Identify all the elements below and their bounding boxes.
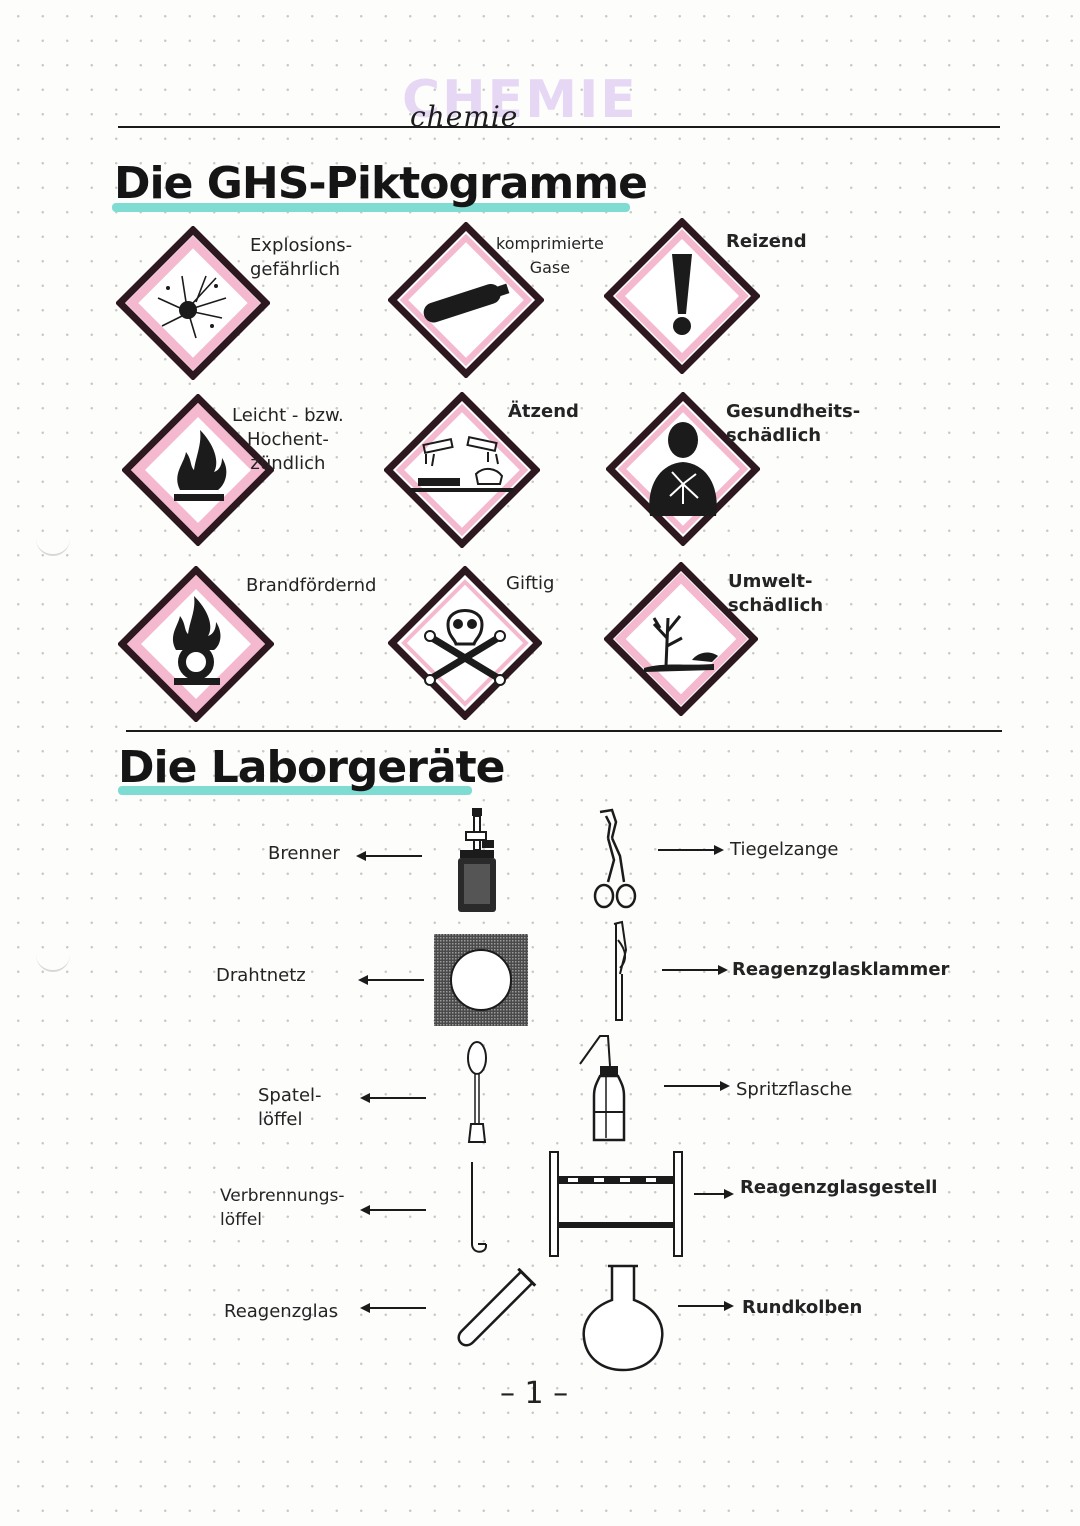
wash-bottle (576, 1034, 640, 1148)
wash-bottle-icon (579, 1035, 626, 1142)
corrosion-icon (383, 391, 541, 549)
arrow-test-tube-clamp (662, 965, 728, 975)
health-hazard-icon (605, 391, 761, 547)
crucible-tongs (590, 808, 640, 916)
subject-heading: chemie (410, 100, 519, 133)
pictogram-label-irritant: Reizend (726, 231, 807, 252)
tool-label-wire-gauze: Drahtnetz (216, 965, 306, 986)
pictogram-corrosive (383, 391, 541, 549)
ghs-section-title: Die GHS-Piktogramme (114, 158, 648, 209)
wire-gauze (434, 934, 528, 1030)
tool-label-test-tube: Reagenzglas (224, 1301, 338, 1322)
pictogram-irritant (603, 217, 761, 375)
arrow-wire-gauze (358, 975, 424, 985)
pictogram-health-hazard (605, 391, 761, 547)
pictogram-label-compressed-gas: komprimierte Gase (496, 234, 604, 277)
exclamation-mark-icon (603, 217, 761, 375)
header-rule (118, 126, 1000, 128)
tool-label-spatula: Spatel- löffel (258, 1085, 322, 1130)
pictogram-label-corrosive: Ätzend (508, 401, 579, 422)
deflagrating-spoon (464, 1160, 494, 1260)
arrow-round-flask (678, 1301, 734, 1311)
pictogram-oxidizing (117, 565, 275, 723)
tool-label-test-tube-clamp: Reagenzglasklammer (732, 959, 950, 980)
tool-label-round-flask: Rundkolben (742, 1297, 863, 1318)
flame-over-circle-icon (117, 565, 275, 723)
test-tube (442, 1267, 538, 1364)
tool-label-crucible-tongs: Tiegelzange (730, 839, 839, 860)
environment-icon (603, 561, 759, 717)
test-tube-clamp-icon (613, 920, 628, 1021)
pictogram-label-health-hazard: Gesundheits- schädlich (726, 401, 861, 446)
round-flask (580, 1262, 666, 1378)
pictogram-compressed-gas (387, 221, 545, 379)
arrow-burner (356, 851, 422, 861)
spatula-icon (467, 1041, 487, 1143)
test-tube-rack-icon (549, 1151, 683, 1257)
lab-title-underline (118, 786, 472, 795)
pictogram-label-oxidizing: Brandfördernd (246, 575, 377, 596)
arrow-spatula (360, 1093, 426, 1103)
pictogram-flammable (121, 393, 275, 547)
test-tube-icon (457, 1267, 537, 1347)
gas-cylinder-icon (387, 221, 545, 379)
pictogram-label-environment: Umwelt- schädlich (728, 571, 824, 616)
arrow-test-tube (360, 1303, 426, 1313)
burner-icon (458, 808, 496, 912)
pictogram-environment (603, 561, 759, 717)
pictogram-explosive (115, 225, 271, 381)
tool-label-burner: Brenner (268, 843, 340, 864)
flame-icon (121, 393, 275, 547)
ghs-title-underline (112, 203, 630, 212)
pictogram-toxic (387, 565, 543, 721)
exploding-bomb-icon (115, 225, 271, 381)
arrow-crucible-tongs (658, 845, 724, 855)
arrow-wash-bottle (664, 1081, 730, 1091)
spatula (462, 1040, 492, 1148)
tool-label-deflagrating-spoon: Verbrennungs- löffel (220, 1186, 345, 1230)
lab-section-title: Die Laborgeräte (118, 742, 506, 793)
wire-gauze-icon (434, 934, 528, 1026)
page-number: – 1 – (500, 1376, 569, 1411)
test-tube-clamp (606, 920, 636, 1028)
tool-label-wash-bottle: Spritzflasche (736, 1079, 852, 1100)
pictogram-label-explosive: Explosions- gefährlich (250, 235, 353, 280)
burner (452, 806, 502, 920)
test-tube-rack (546, 1150, 688, 1262)
punch-hole-top (36, 536, 70, 556)
crucible-tongs-icon (593, 808, 637, 909)
skull-crossbones-icon (387, 565, 543, 721)
punch-hole-bottom (36, 952, 70, 972)
pictogram-label-flammable: Leicht - bzw. Hochent- zündlich (232, 405, 344, 474)
round-flask-icon (582, 1264, 664, 1372)
subject-heading-ghost: CHEMIE (402, 70, 638, 130)
pictogram-label-toxic: Giftig (506, 573, 555, 594)
arrow-deflagrating-spoon (360, 1205, 426, 1215)
deflagrating-spoon-icon (471, 1162, 487, 1253)
section-rule (126, 730, 1002, 732)
arrow-test-tube-rack (694, 1189, 734, 1199)
tool-label-test-tube-rack: Reagenzglasgestell (740, 1177, 938, 1198)
